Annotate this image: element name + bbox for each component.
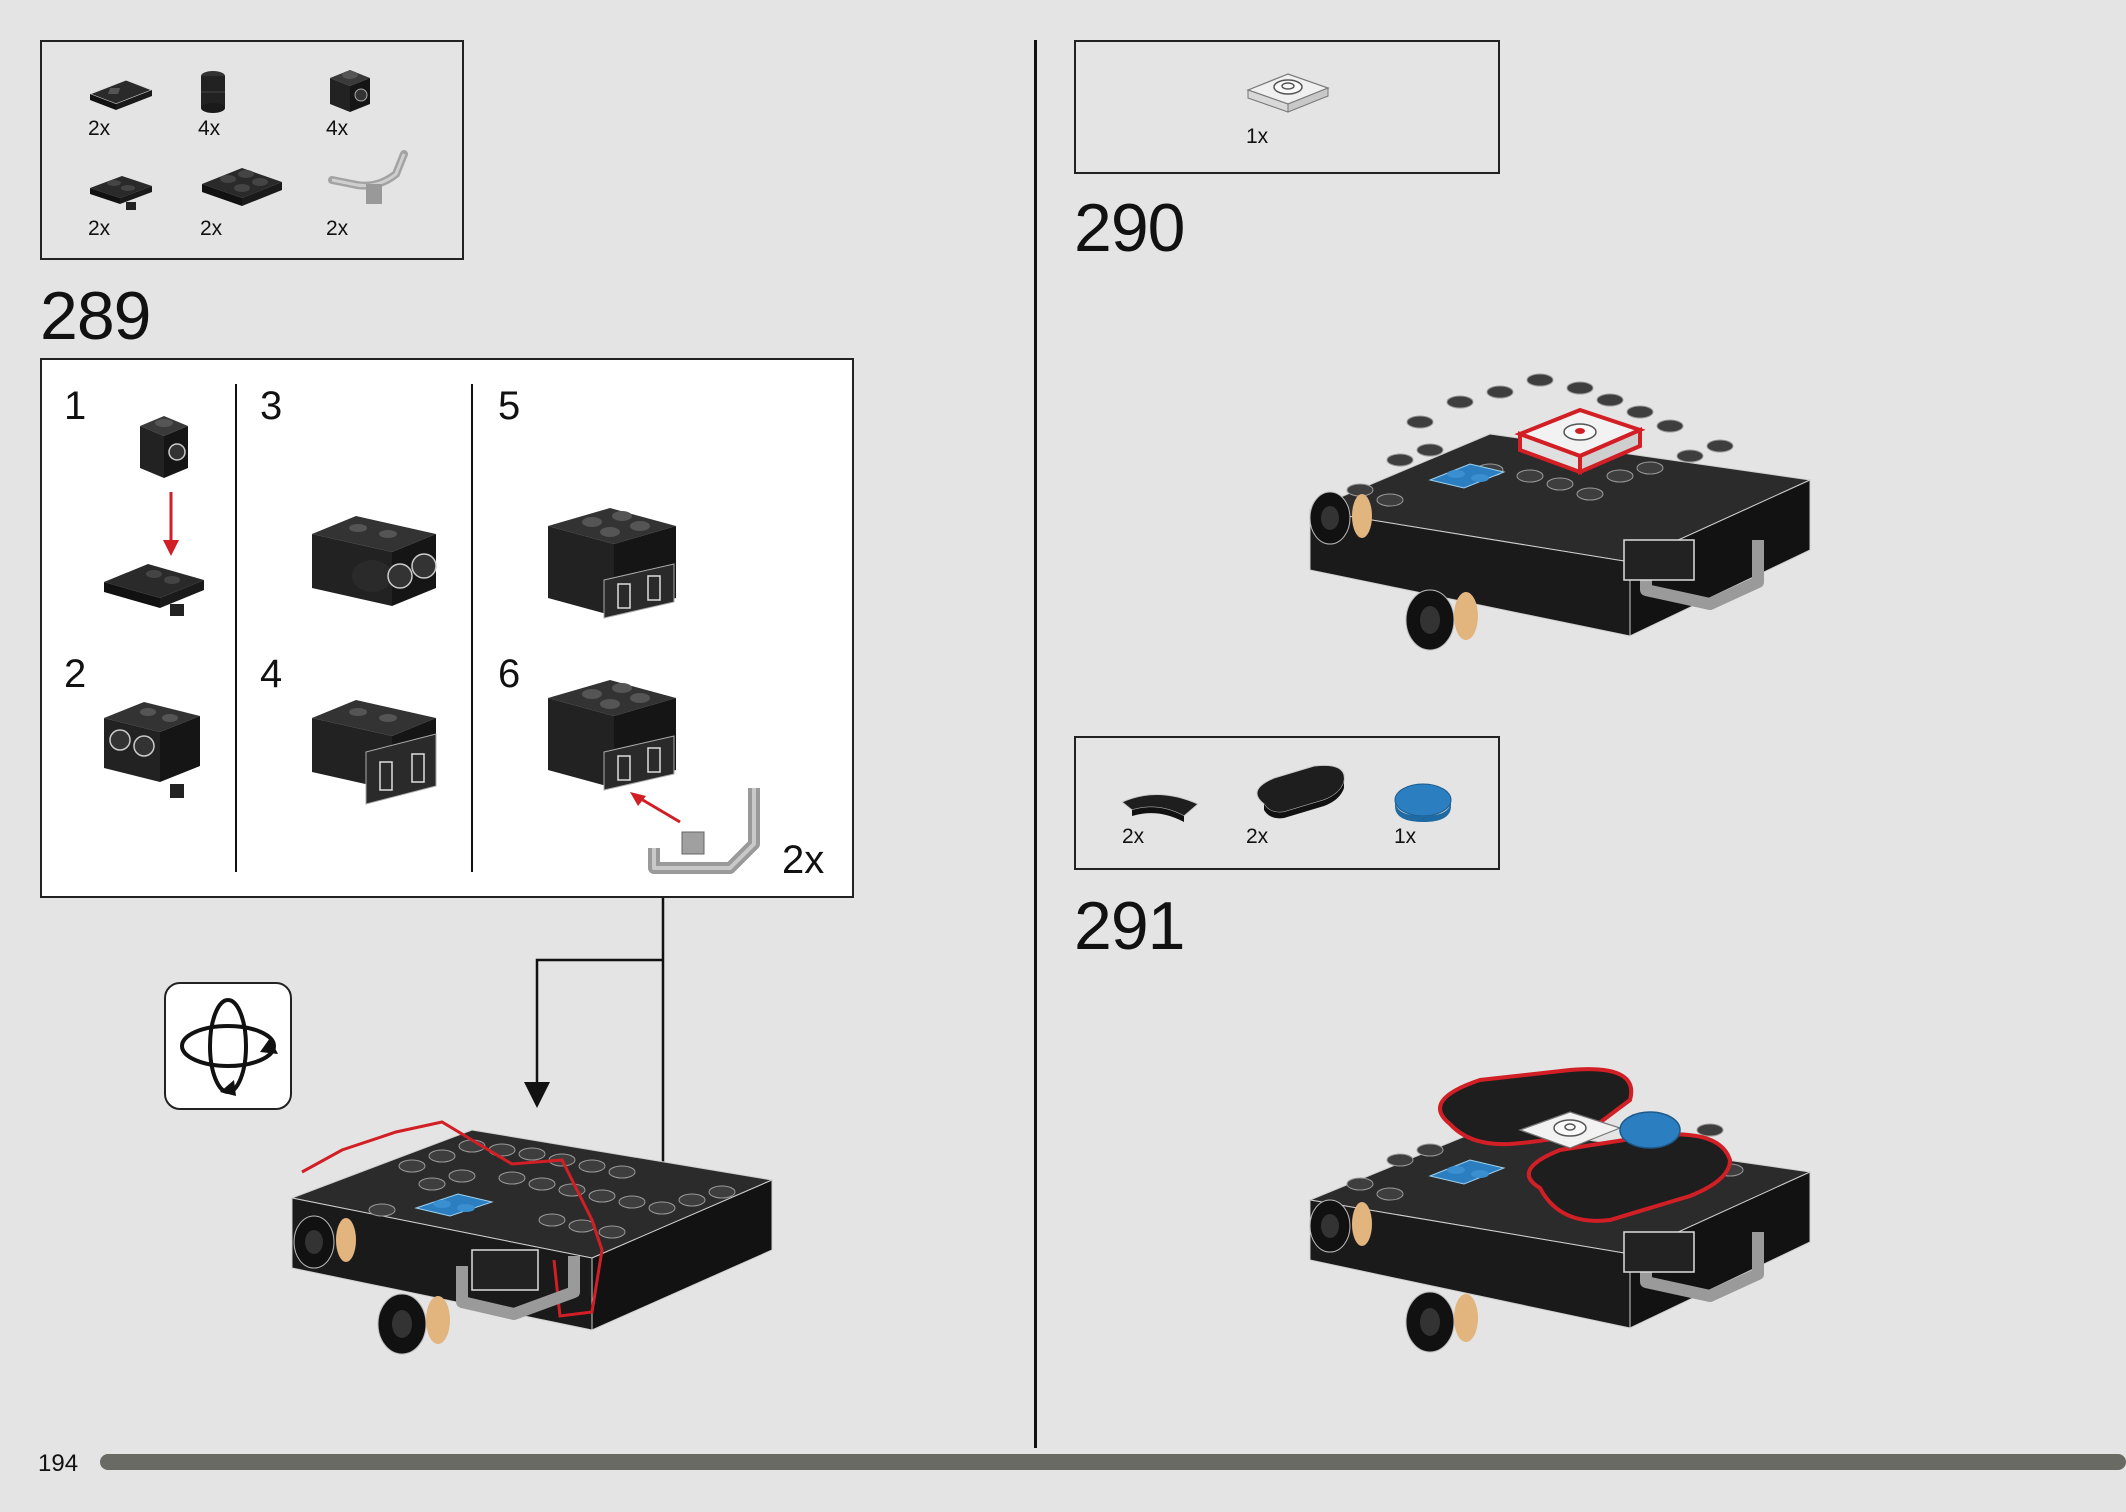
part-qty: 4x: [198, 117, 221, 140]
plate-2x2-icon: [202, 168, 282, 206]
progress-bar: [100, 1454, 2126, 1470]
part-qty: 2x: [1122, 825, 1145, 848]
substep-divider: [471, 384, 473, 872]
page-number: 194: [38, 1450, 79, 1477]
part-qty: 4x: [326, 117, 349, 140]
part-qty: 1x: [1394, 825, 1417, 848]
substep-number: 3: [260, 384, 283, 428]
substep-number: 1: [64, 384, 87, 428]
substep-2-illustration: [104, 702, 200, 798]
brick-pin-hole-icon: [330, 70, 370, 112]
substep-3-illustration: [312, 516, 437, 606]
rotate-model-icon: [164, 982, 292, 1110]
step-number-289: 289: [40, 278, 151, 354]
substep-6-illustration: [548, 680, 760, 874]
substep-divider: [235, 384, 237, 872]
part-qty: 2x: [1246, 825, 1269, 848]
part-qty: 2x: [88, 217, 111, 240]
bar-handle-icon: [328, 150, 408, 204]
substep-1-illustration: [104, 416, 204, 616]
part-qty: 1x: [1246, 125, 1269, 148]
round-tile-blue-icon: [1394, 783, 1452, 822]
substep-number: 4: [260, 652, 283, 696]
parts-box-step-289: [40, 40, 464, 260]
part-qty: 2x: [200, 217, 223, 240]
model-step-291: [1308, 1067, 1812, 1353]
plate-with-round-white-icon: [1246, 73, 1330, 113]
substep-4-illustration: [312, 700, 437, 805]
step-number-291: 291: [1074, 888, 1185, 964]
model-step-289: [290, 1120, 774, 1355]
tile-1x2-icon: [88, 79, 154, 110]
oval-tile-icon: [1256, 764, 1345, 819]
substep-number: 5: [498, 384, 521, 428]
substep-5-illustration: [548, 508, 676, 619]
substep-number: 2: [64, 652, 87, 696]
substep-number: 6: [498, 652, 521, 696]
page-divider: [1034, 40, 1037, 1448]
round-brick-icon: [201, 71, 225, 113]
part-qty: 2x: [88, 117, 111, 140]
plate-with-clip-icon: [90, 176, 152, 210]
substep-multiplier: 2x: [782, 838, 825, 882]
curved-tile-icon: [1121, 793, 1199, 822]
step-number-290: 290: [1074, 190, 1185, 266]
model-step-290: [1308, 373, 1812, 651]
part-qty: 2x: [326, 217, 349, 240]
